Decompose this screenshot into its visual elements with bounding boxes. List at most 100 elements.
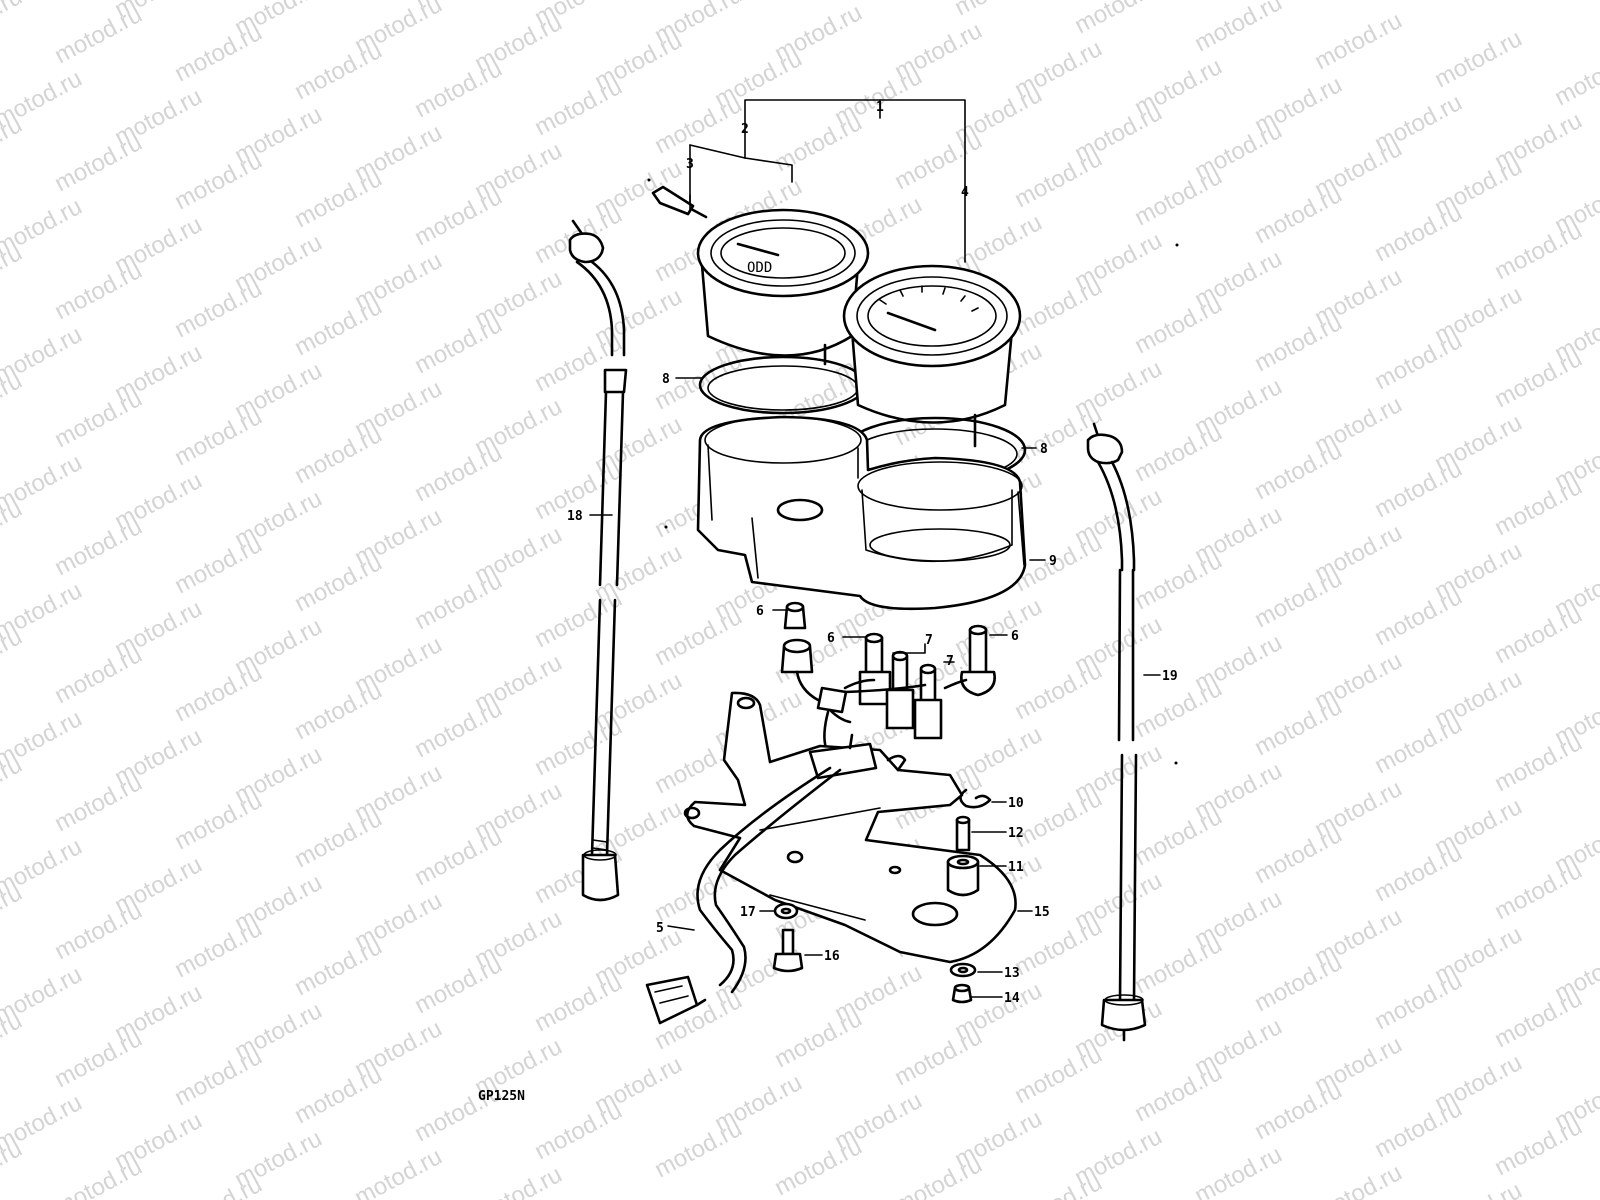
watermark-text: motod.ru: [1250, 181, 1346, 249]
watermark-text: motod.ru: [1490, 345, 1586, 413]
washer-17: [773, 902, 799, 920]
watermark-text: motod.ru: [770, 109, 866, 177]
watermark-text: motod.ru: [0, 0, 26, 51]
watermark-text: motod.ru: [530, 585, 626, 653]
watermark-text: motod.ru: [170, 275, 266, 343]
speedometer-assembly: ODD: [696, 208, 870, 366]
watermark-text: motod.ru: [170, 147, 266, 215]
watermark-text: motod.ru: [50, 513, 146, 581]
label-7b: 7: [946, 654, 954, 669]
watermark-text: motod.ru: [1130, 931, 1226, 999]
watermark-text: motod.ru: [290, 37, 386, 105]
watermark-text: motod.ru: [1130, 803, 1226, 871]
watermark-text: motod.ru: [50, 257, 146, 325]
watermark-text: motod.ru: [50, 385, 146, 453]
watermark-text: motod.ru: [410, 823, 506, 891]
watermark-text: motod.ru: [1010, 145, 1106, 213]
label-6c: 6: [1011, 629, 1019, 644]
watermark-text: motod.ru: [1490, 1113, 1586, 1181]
watermark-text: motod.ru: [290, 165, 386, 233]
watermark-text: motod.ru: [1370, 455, 1466, 523]
watermark-text: motod.ru: [1010, 913, 1106, 981]
watermark-text: motod.ru: [50, 1153, 146, 1200]
watermark-text: motod.ru: [170, 531, 266, 599]
label-15: 15: [1034, 905, 1050, 920]
watermark-text: motod.ru: [1370, 839, 1466, 907]
watermark-text: motod.ru: [1010, 785, 1106, 853]
watermark-text: motod.ru: [290, 805, 386, 873]
watermark-text: motod.ru: [290, 421, 386, 489]
watermark-text: motod.ru: [1130, 675, 1226, 743]
watermark-text: motod.ru: [170, 19, 266, 87]
watermark-text: motod.ru: [1130, 163, 1226, 231]
watermark-text: motod.ru: [1250, 437, 1346, 505]
watermark-text: motod.ru: [1250, 693, 1346, 761]
label-13: 13: [1004, 966, 1020, 981]
watermark-text: motod.ru: [410, 439, 506, 507]
watermark-text: motod.ru: [170, 403, 266, 471]
watermark-text: motod.ru: [770, 1133, 866, 1200]
watermark-text: motod.ru: [290, 549, 386, 617]
watermark-text: motod.ru: [1310, 7, 1406, 75]
watermark-text: motod.ru: [1490, 601, 1586, 669]
print-specks: [647, 178, 1179, 765]
mounting-bracket: [683, 691, 1017, 964]
watermark-text: motod.ru: [1310, 1159, 1406, 1200]
watermark-text: motod.ru: [530, 1097, 626, 1165]
label-19: 19: [1162, 669, 1178, 684]
watermark-text: motod.ru: [1550, 43, 1600, 111]
label-10: 10: [1008, 796, 1024, 811]
wiring-harness: [645, 733, 878, 1025]
watermark-text: motod.ru: [1010, 1169, 1106, 1200]
watermark-text: motod.ru: [530, 969, 626, 1037]
watermark-text: motod.ru: [290, 677, 386, 745]
label-6b: 6: [827, 631, 835, 646]
watermark-text: motod.ru: [1190, 0, 1286, 57]
watermark-text: motod.ru: [1430, 1177, 1526, 1200]
watermark-text: motod.ru: [1190, 1141, 1286, 1200]
watermark-text: motod.ru: [1490, 985, 1586, 1053]
group-bracket-lines: [689, 99, 966, 263]
watermark-text: motod.ru: [770, 1005, 866, 1073]
watermark-text: motod.ru: [650, 91, 746, 159]
label-18: 18: [567, 509, 583, 524]
watermark-text: motod.ru: [950, 0, 1046, 21]
watermark-text: motod.ru: [50, 897, 146, 965]
watermark-text: motod.ru: [50, 129, 146, 197]
watermark-text: motod.ru: [50, 1025, 146, 1093]
grommet: [946, 854, 980, 897]
watermark-text: motod.ru: [1370, 1095, 1466, 1163]
watermark-text: motod.ru: [1370, 967, 1466, 1035]
meter-case: [696, 415, 1027, 611]
label-14: 14: [1004, 991, 1020, 1006]
watermark-text: motod.ru: [1370, 583, 1466, 651]
watermark-text: motod.ru: [1370, 711, 1466, 779]
watermark-text: motod.ru: [1370, 199, 1466, 267]
watermark-text: motod.ru: [410, 951, 506, 1019]
watermark-text: motod.ru: [1250, 1077, 1346, 1145]
watermark-text: motod.ru: [50, 641, 146, 709]
watermark-text: motod.ru: [1010, 1041, 1106, 1109]
watermark-text: motod.ru: [650, 603, 746, 671]
label-5: 5: [656, 921, 664, 936]
watermark-text: motod.ru: [650, 1115, 746, 1183]
watermark-text: motod.ru: [1490, 473, 1586, 541]
clip-part: [959, 788, 992, 809]
watermark-text: motod.ru: [1490, 217, 1586, 285]
bolt-16: [772, 928, 804, 973]
watermark-text: motod.ru: [50, 1, 146, 69]
watermark-text: motod.ru: [1130, 547, 1226, 615]
label-12: 12: [1008, 826, 1024, 841]
bulb-pin-part: [651, 185, 708, 219]
label-6a: 6: [756, 604, 764, 619]
watermark-text: motod.ru: [290, 1061, 386, 1129]
watermark-text: motod.ru: [350, 1143, 446, 1200]
watermark-text: motod.ru: [890, 1151, 986, 1200]
watermark-text: motod.ru: [530, 73, 626, 141]
watermark-text: motod.ru: [170, 787, 266, 855]
label-16: 16: [824, 949, 840, 964]
watermark-text: motod.ru: [1130, 419, 1226, 487]
watermark-text: motod.ru: [1250, 309, 1346, 377]
spacer-pin: [955, 815, 971, 852]
